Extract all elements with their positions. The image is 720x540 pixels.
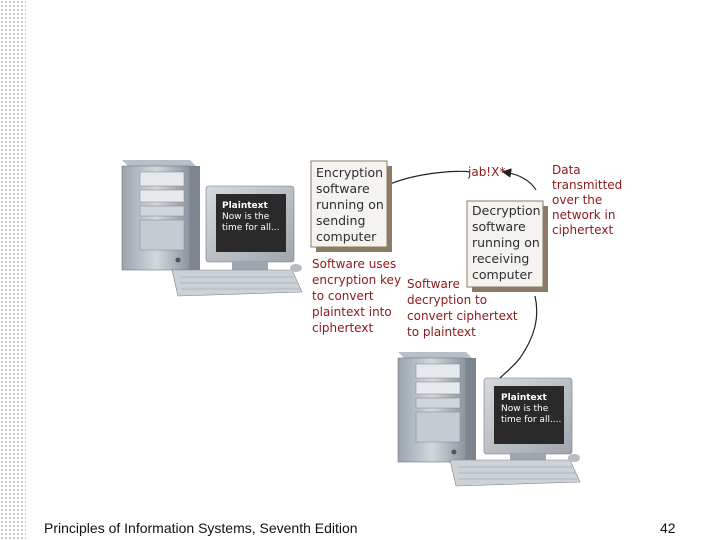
data-note-line-4: network in	[552, 208, 616, 222]
mouse-icon-receiving	[568, 454, 580, 462]
footer-title: Principles of Information Systems, Seven…	[44, 520, 358, 536]
decryption-box-line-2: software	[472, 219, 526, 234]
decryption-note: Software decryption to convert ciphertex…	[407, 277, 518, 339]
encrypt-note-line-5: ciphertext	[312, 321, 373, 335]
monitor-icon-sending	[205, 185, 295, 270]
data-note-line-5: ciphertext	[552, 223, 613, 237]
encryption-box-line-1: Encryption	[316, 165, 383, 180]
monitor-icon-receiving	[483, 377, 573, 462]
sending-computer	[121, 160, 303, 297]
mouse-icon-sending	[290, 264, 302, 272]
arrow-to-cipher	[389, 170, 471, 185]
encrypt-note-line-4: plaintext into	[312, 305, 392, 319]
decryption-box-line-5: computer	[472, 267, 533, 282]
decryption-box-line-1: Decryption	[472, 203, 541, 218]
screen-line-sending-1: Now is the	[222, 212, 270, 222]
arrow-data-note	[501, 168, 537, 191]
data-note-line-1: Data	[552, 163, 581, 177]
data-transmitted-note: Data transmitted over the network in cip…	[552, 163, 622, 237]
encryption-box: Encryption software running on sending c…	[310, 160, 392, 252]
decryption-box-line-3: running on	[472, 235, 540, 250]
encrypt-note-line-3: to convert	[312, 289, 374, 303]
encryption-box-line-3: running on	[316, 197, 384, 212]
screen-title-receiving: Plaintext	[501, 393, 547, 403]
encryption-box-line-5: computer	[316, 229, 377, 244]
tower-icon-sending	[121, 160, 200, 271]
encryption-box-line-2: software	[316, 181, 370, 196]
decrypt-note-line-2: decryption to	[407, 293, 487, 307]
tower-icon-receiving	[397, 352, 476, 463]
ciphertext-sample: jab!X*	[467, 165, 505, 179]
decryption-box-line-4: receiving	[472, 251, 529, 266]
decryption-box: Decryption software running on receiving…	[466, 200, 548, 292]
screen-line-receiving-1: Now is the	[501, 404, 549, 414]
page-number: 42	[660, 520, 676, 536]
dotted-border	[0, 0, 26, 540]
screen-line-sending-2: time for all...	[222, 223, 280, 233]
screen-title-sending: Plaintext	[222, 201, 268, 211]
data-note-line-3: over the	[552, 193, 602, 207]
encryption-box-line-4: sending	[316, 213, 365, 228]
decrypt-note-line-3: convert ciphertext	[407, 309, 518, 323]
decrypt-note-line-4: to plaintext	[407, 325, 476, 339]
arrow-to-receiver	[499, 295, 538, 379]
encryption-key-note: Software uses encryption key to convert …	[312, 257, 401, 335]
receiving-computer	[397, 352, 581, 487]
screen-sending	[216, 194, 286, 252]
data-note-line-2: transmitted	[552, 178, 622, 192]
keyboard-icon-receiving	[449, 459, 581, 487]
encrypt-note-line-1: Software uses	[312, 257, 396, 271]
screen-line-receiving-2: time for all....	[501, 415, 561, 425]
keyboard-icon-sending	[171, 269, 303, 297]
decrypt-note-line-1: Software	[407, 277, 460, 291]
encrypt-note-line-2: encryption key	[312, 273, 401, 287]
screen-receiving	[494, 386, 564, 444]
